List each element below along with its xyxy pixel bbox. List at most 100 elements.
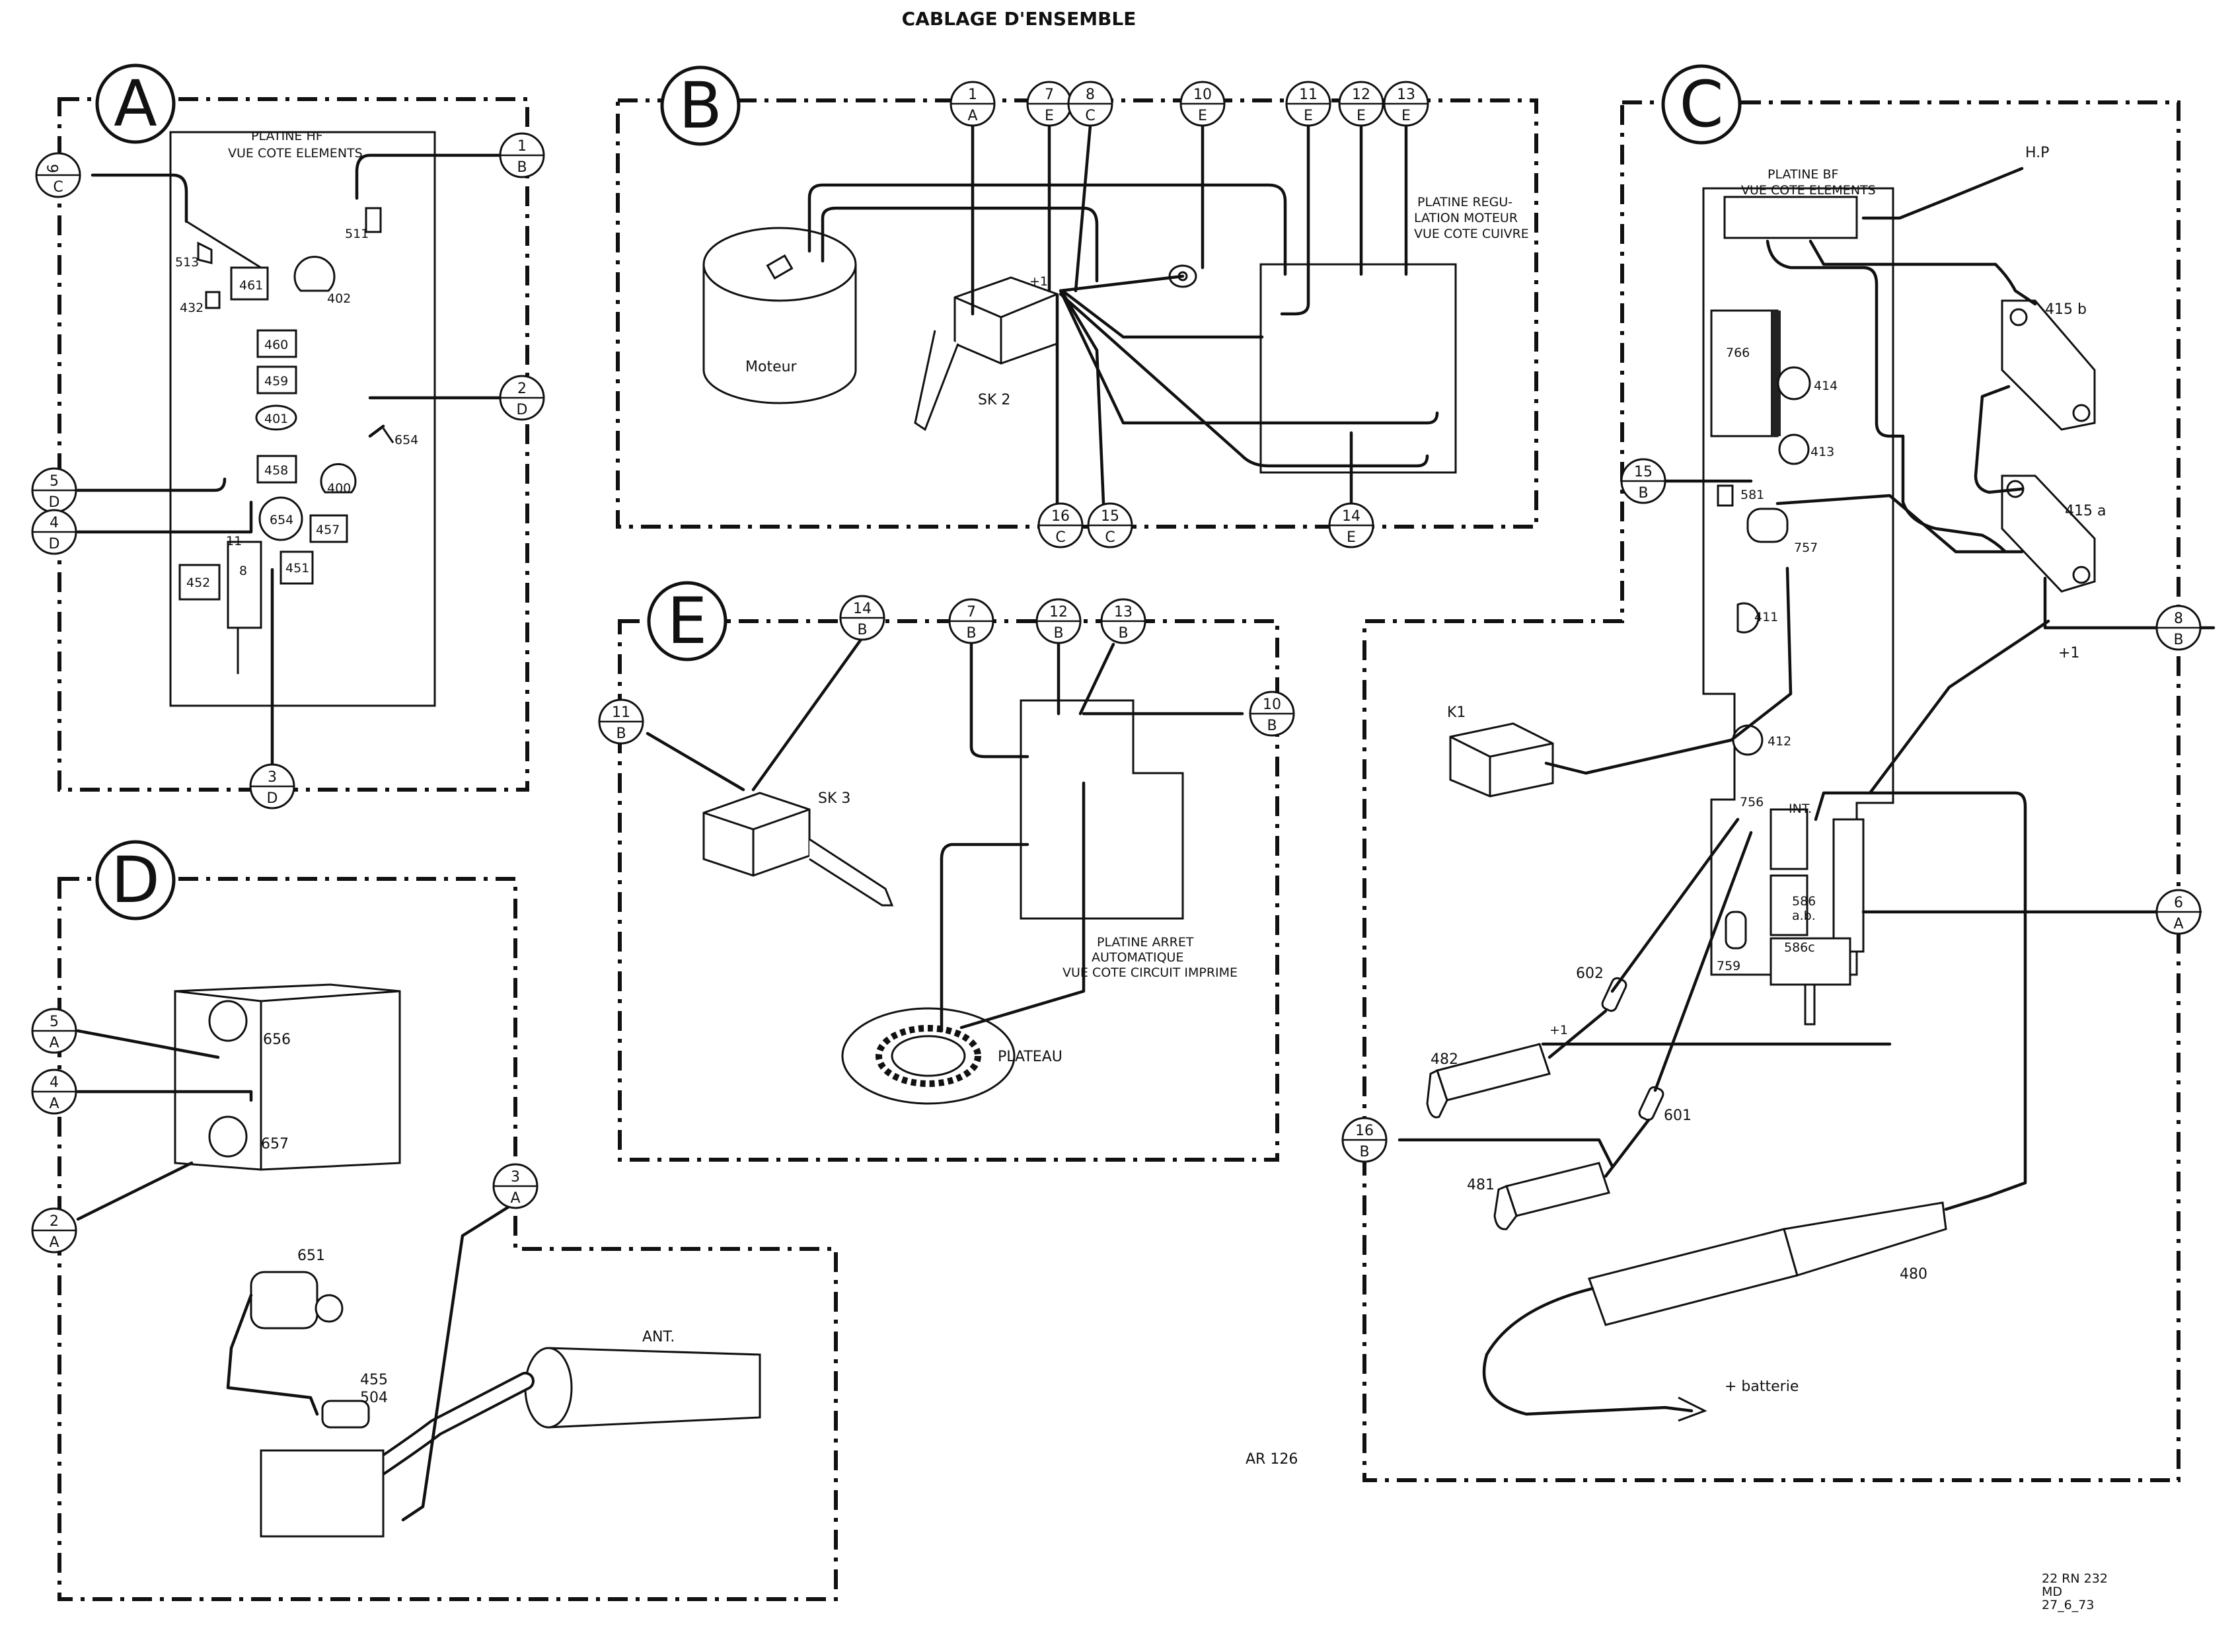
platine-regulation-label: PLATINE REGU- [1417,195,1512,209]
svg-text:E: E [1347,529,1356,546]
component-452: 452 [178,564,221,601]
component-651: 651 [250,1248,344,1330]
svg-text:C: C [1105,529,1115,546]
platine-regulation-label-2: LATION MOTEUR [1414,211,1518,225]
svg-text:A: A [49,1035,59,1051]
component-511: 511 [345,207,382,241]
svg-text:460: 460 [264,338,288,352]
svg-text:7: 7 [1045,87,1054,103]
svg-text:D: D [49,536,60,552]
connector-a-6c: 6 C [35,152,81,198]
svg-text:457: 457 [316,523,340,537]
connector-a-1b: 1 B [499,132,545,178]
svg-text:602: 602 [1576,965,1604,982]
component-766: 766 [1710,309,1781,437]
component-8-coil: 8 11 [226,534,262,674]
connector-a-4d: 4 D [31,509,77,555]
fuse-602: 602 [1576,965,1627,1012]
svg-text:6: 6 [46,164,62,173]
component-581: 581 [1717,484,1764,507]
svg-text:E: E [667,584,708,658]
svg-text:INT.: INT. [1789,802,1812,816]
svg-text:759: 759 [1717,959,1740,973]
svg-text:455: 455 [360,1372,388,1388]
svg-text:16: 16 [1051,508,1070,525]
component-413: 413 [1778,433,1834,465]
section-d: D 656 657 651 ANT. 455 50 [31,840,838,1601]
svg-text:E: E [1401,108,1411,124]
svg-text:16: 16 [1355,1123,1374,1139]
platine-arret-label-2: AUTOMATIQUE [1092,950,1183,965]
svg-text:A: A [49,1234,59,1251]
platine-regulation-label-3: VUE COTE CUIVRE [1414,227,1529,241]
connector-a-5d: 5 D [31,467,77,513]
svg-text:4: 4 [50,515,59,531]
connector-e-12b: 12 B [1035,598,1082,644]
fuse-holder-481: 481 [1467,1162,1610,1230]
platine-arret-board [1020,699,1184,920]
switch-int-586: INT. 586 a.b. 586c [1770,802,1865,1026]
connector-d-2a: 2 A [31,1207,77,1254]
connector-d-5a: 5 A [31,1008,77,1054]
svg-text:1: 1 [968,87,977,103]
svg-text:K1: K1 [1447,704,1466,721]
svg-text:6: 6 [2174,895,2183,911]
svg-text:2: 2 [50,1213,59,1230]
platine-hf-label: PLATINE HF [251,129,323,143]
platine-bf-sublabel: VUE COTE ELEMENTS [1741,183,1876,198]
svg-text:Moteur: Moteur [745,359,798,375]
svg-text:657: 657 [261,1136,289,1152]
wire-a-6c [91,173,188,223]
svg-text:D: D [49,494,60,511]
svg-text:B: B [517,159,527,176]
svg-text:414: 414 [1814,379,1838,393]
svg-text:14: 14 [1342,508,1360,525]
section-e: E SK 3 PLATINE ARRET AUTOMATIQUE VUE COT… [598,581,1295,1162]
svg-text:513: 513 [175,255,199,270]
svg-text:+1: +1 [1549,1023,1568,1037]
svg-text:459: 459 [264,374,288,389]
svg-text:511: 511 [345,227,369,241]
connector-b-13e: 13 E [1383,81,1429,127]
component-460: 460 [256,329,297,358]
svg-text:A: A [967,108,977,124]
fuse-holder-480: 480 [1588,1201,1947,1326]
connector-e-10b: 10 B [1249,691,1295,737]
connector-b-15c: 15 C [1087,502,1133,548]
doc-number: 22 RN 232 [2042,1571,2108,1586]
svg-text:+1: +1 [1029,274,1048,289]
doc-date: 27_6_73 [2042,1598,2094,1612]
wire-a-654 [368,424,385,438]
component-402: 402 [293,256,351,306]
connector-b-14e: 14 E [1328,502,1374,548]
plus-label: +1 [2058,645,2079,661]
connector-a-2d: 2 D [499,375,545,421]
svg-text:B: B [616,726,626,742]
svg-text:401: 401 [264,412,288,426]
wire-a-1b [355,153,505,200]
svg-text:2: 2 [517,381,527,397]
svg-text:480: 480 [1900,1266,1927,1283]
svg-text:B: B [1359,1144,1369,1160]
svg-text:SK 2: SK 2 [978,392,1010,408]
component-451: 451 [280,550,314,585]
relay-k1: K1 [1447,704,1554,798]
wire-motor-reg [807,183,1287,276]
connector-b-11e: 11 E [1285,81,1331,127]
connector-b-1a: 1 A [950,81,996,127]
svg-text:A: A [114,67,157,141]
svg-text:B: B [857,622,867,638]
svg-text:3: 3 [511,1169,520,1185]
svg-text:B: B [1638,485,1648,502]
switch-sk3: SK 3 [702,790,894,907]
svg-text:B: B [1118,625,1128,642]
antenna: ANT. [260,1329,761,1538]
component-759: 759 [1717,911,1747,973]
svg-text:13: 13 [1114,604,1133,620]
svg-text:A: A [510,1190,520,1207]
hp-label: H.P [2025,145,2049,161]
component-432: 432 [180,291,221,315]
svg-text:B: B [1267,718,1277,734]
section-e-badge: E [647,581,727,661]
